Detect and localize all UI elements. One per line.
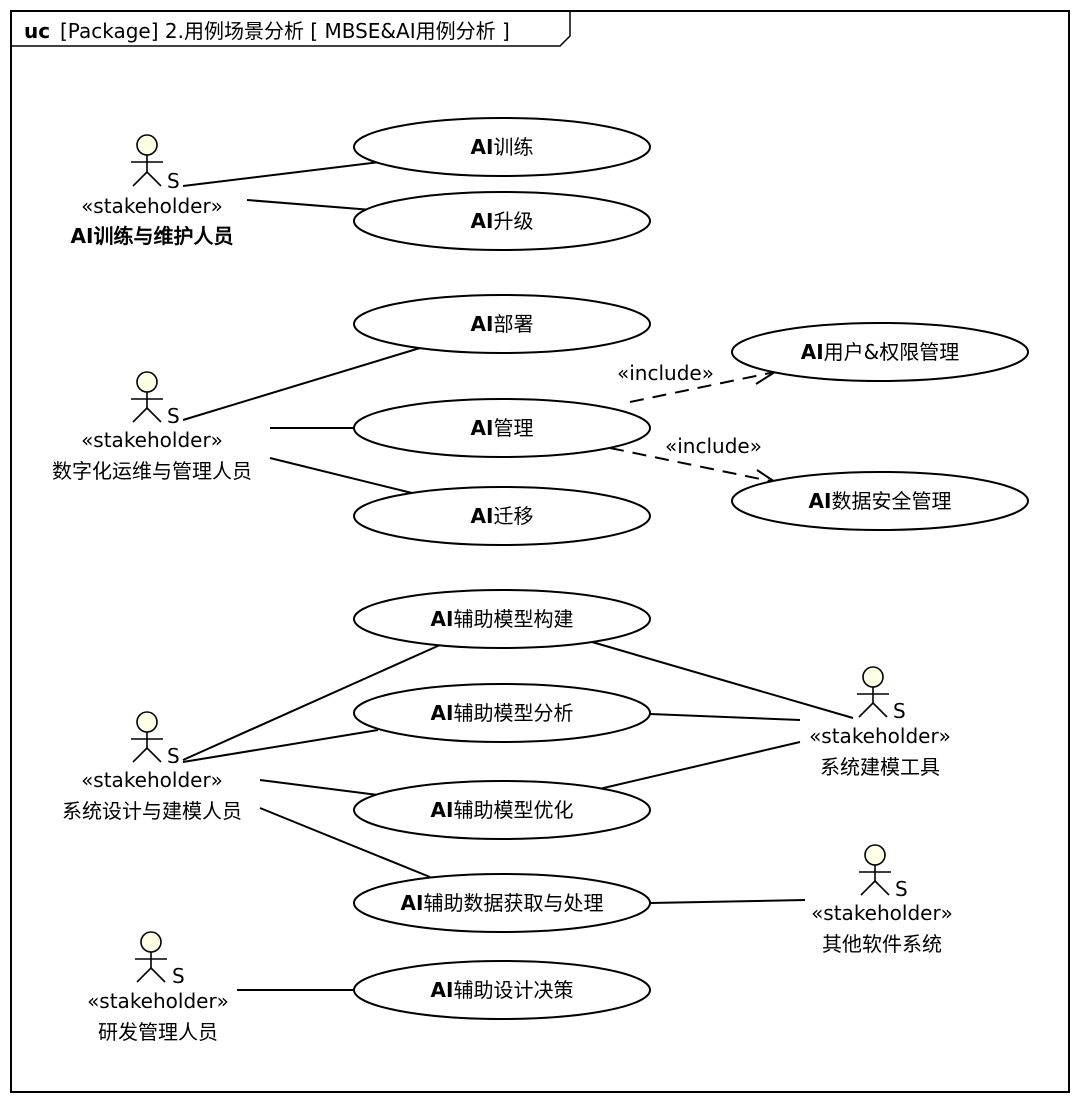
use-case-ellipse: [731, 322, 1029, 382]
use-case-label: AI用户&权限管理: [801, 340, 960, 364]
actor-stereotype: «stakeholder»: [81, 194, 223, 218]
actor-name: 数字化运维与管理人员: [52, 459, 252, 483]
use-case-label: AI训练: [471, 135, 534, 159]
stakeholder-badge: S: [172, 964, 185, 988]
actor-ai-training-maintenance[interactable]: S «stakeholder» AI训练与维护人员: [71, 134, 234, 248]
stick-figure-icon: [859, 844, 891, 896]
actor-stereotype: «stakeholder»: [87, 989, 229, 1013]
use-case-ellipse: [353, 191, 651, 251]
actor-system-design-modeling[interactable]: S «stakeholder» 系统设计与建模人员: [62, 711, 242, 823]
assoc-a5-u10: [594, 741, 801, 791]
use-case-ai-model-optimization[interactable]: AI辅助模型优化: [353, 780, 651, 840]
actor-name: 其他软件系统: [822, 932, 942, 956]
use-case-ellipse: [731, 471, 1029, 531]
package-frame: [10, 10, 1070, 1093]
association-lines: [182, 161, 854, 991]
actor-name: 系统建模工具: [820, 755, 940, 779]
actor-other-software-system[interactable]: S «stakeholder» 其他软件系统: [811, 844, 953, 956]
use-case-label: AI迁移: [471, 504, 534, 528]
stick-figure-icon: [131, 371, 163, 423]
use-case-label: AI部署: [471, 312, 534, 336]
stick-figure-icon: [131, 134, 163, 187]
frame-keyword: uc: [24, 19, 50, 43]
actor-stereotype: «stakeholder»: [81, 428, 223, 452]
use-case-ellipse: [353, 960, 651, 1020]
stakeholder-badge: S: [895, 877, 908, 901]
frame-title: [Package] 2.用例场景分析 [ MBSE&AI用例分析 ]: [60, 19, 510, 43]
use-case-ai-upgrade[interactable]: AI升级: [353, 191, 651, 251]
stick-figure-icon: [131, 711, 163, 763]
use-case-label: AI管理: [471, 416, 534, 440]
use-case-ai-management[interactable]: AI管理: [353, 398, 651, 458]
use-case-label: AI辅助模型构建: [431, 607, 574, 631]
use-case-label: AI辅助设计决策: [431, 978, 574, 1002]
use-case-ai-design-decision[interactable]: AI辅助设计决策: [353, 960, 651, 1020]
assoc-a2-u5: [269, 457, 413, 494]
include-u4-u6-line: [629, 371, 776, 403]
use-case-ai-migration[interactable]: AI迁移: [353, 486, 651, 546]
use-case-label: AI辅助模型分析: [431, 701, 574, 725]
use-case-label: AI数据安全管理: [809, 489, 952, 513]
use-case-ellipse: [353, 683, 651, 743]
assoc-a3-u8: [182, 644, 441, 761]
use-case-ai-user-permission[interactable]: AI用户&权限管理: [731, 322, 1029, 382]
use-case-ellipse: [353, 589, 651, 649]
include-u4-u7-line: [609, 447, 776, 483]
use-case-label: AI辅助数据获取与处理: [401, 891, 604, 915]
include-label-u6: «include»: [617, 361, 714, 385]
use-case-ai-model-analysis[interactable]: AI辅助模型分析: [353, 683, 651, 743]
assoc-a1-u1: [182, 161, 381, 187]
assoc-a5-u8: [591, 641, 854, 719]
assoc-a1-u2: [246, 199, 373, 211]
stakeholder-badge: S: [167, 169, 180, 193]
actor-name: AI训练与维护人员: [71, 224, 234, 248]
assoc-a3-u9: [182, 729, 379, 763]
actor-stereotype: «stakeholder»: [81, 768, 223, 792]
stick-figure-icon: [857, 666, 889, 718]
use-case-ellipse: [353, 873, 651, 933]
actor-stereotype: «stakeholder»: [811, 901, 953, 925]
use-case-label: AI升级: [471, 209, 534, 233]
use-case-ai-training[interactable]: AI训练: [353, 117, 651, 177]
use-case-label: AI辅助模型优化: [431, 798, 574, 822]
stakeholder-badge: S: [167, 404, 180, 428]
assoc-a3-u10: [259, 779, 379, 796]
actor-name: 系统设计与建模人员: [62, 799, 242, 823]
stakeholder-badge: S: [893, 699, 906, 723]
use-case-ai-data-security[interactable]: AI数据安全管理: [731, 471, 1029, 531]
actor-stereotype: «stakeholder»: [809, 724, 951, 748]
use-case-ellipse: [353, 117, 651, 177]
frame-title-tab: [11, 11, 571, 47]
stick-figure-icon: [135, 931, 167, 983]
actor-name: 研发管理人员: [98, 1020, 218, 1044]
use-case-ellipse: [353, 398, 651, 458]
use-case-ai-data-acquisition[interactable]: AI辅助数据获取与处理: [353, 873, 651, 933]
assoc-a3-u11: [259, 807, 431, 878]
stakeholder-badge: S: [167, 744, 180, 768]
use-case-ellipse: [353, 780, 651, 840]
include-label-u7: «include»: [665, 434, 762, 458]
use-case-ellipse: [353, 486, 651, 546]
use-case-ai-deployment[interactable]: AI部署: [353, 294, 651, 354]
actor-system-modeling-tool[interactable]: S «stakeholder» 系统建模工具: [809, 666, 951, 779]
assoc-a6-u11: [649, 899, 806, 904]
assoc-a5-u9: [649, 713, 801, 721]
assoc-a2-u3: [182, 347, 421, 421]
actor-rd-management[interactable]: S «stakeholder» 研发管理人员: [87, 931, 229, 1044]
use-case-ai-model-building[interactable]: AI辅助模型构建: [353, 589, 651, 649]
use-case-ellipse: [353, 294, 651, 354]
actor-digital-ops-management[interactable]: S «stakeholder» 数字化运维与管理人员: [52, 371, 252, 483]
